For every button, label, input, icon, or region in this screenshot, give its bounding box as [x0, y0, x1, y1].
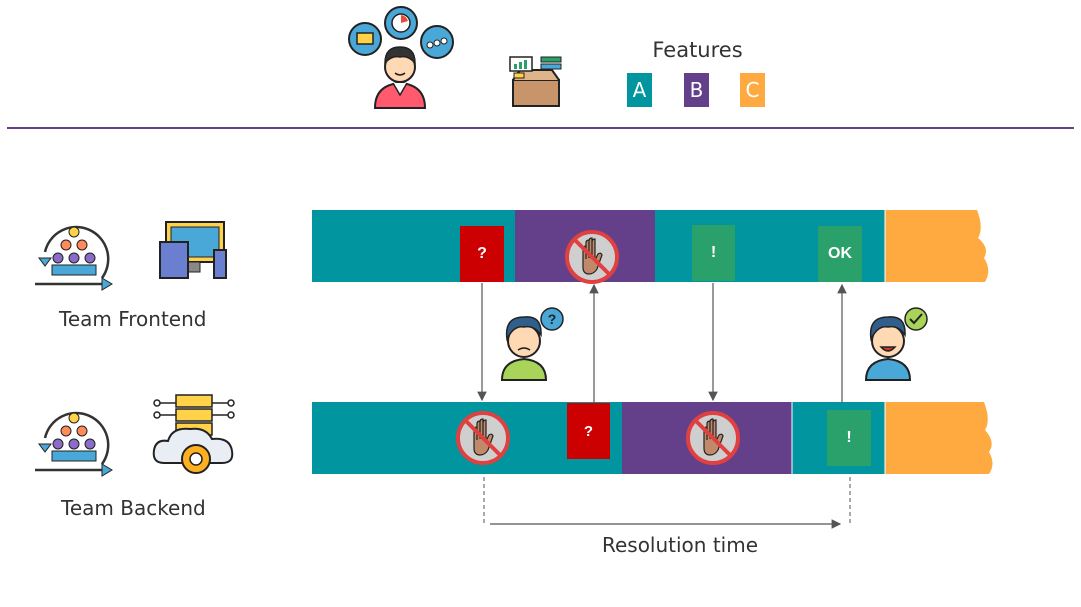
legend-swatch-c: C — [740, 73, 765, 107]
happy-developer-illustration — [864, 307, 928, 381]
resolution-time-label: Resolution time — [601, 533, 759, 557]
check-bubble-icon — [904, 307, 928, 331]
team-frontend-label: Team Frontend — [59, 307, 207, 331]
blocked-hand-icon — [565, 230, 619, 284]
header-divider — [7, 127, 1074, 129]
product-manager-illustration — [348, 6, 454, 109]
feature-box-icon — [509, 56, 562, 107]
confused-developer-illustration: ? — [500, 307, 564, 381]
blocked-hand-icon — [686, 411, 740, 465]
frontend-segment-c — [885, 210, 989, 282]
devices-icon — [159, 221, 227, 279]
backend-segment-c — [885, 402, 993, 474]
legend-swatch-b: B — [684, 73, 709, 107]
svg-text:?: ? — [548, 311, 557, 327]
backend-exclamation-marker: ! — [827, 410, 871, 466]
legend-title: Features — [652, 38, 743, 62]
frontend-question-marker: ? — [460, 226, 504, 282]
frontend-ok-marker: OK — [818, 226, 862, 282]
team-backend-label: Team Backend — [61, 496, 206, 520]
frontend-exclamation-marker: ! — [692, 225, 735, 281]
backend-question-marker: ? — [567, 403, 610, 459]
agile-team-icon — [35, 411, 113, 477]
cloud-server-icon — [152, 394, 235, 474]
legend-swatch-a: A — [627, 73, 652, 107]
question-bubble-icon — [540, 307, 564, 331]
agile-team-icon — [35, 225, 113, 291]
blocked-hand-icon — [456, 411, 510, 465]
